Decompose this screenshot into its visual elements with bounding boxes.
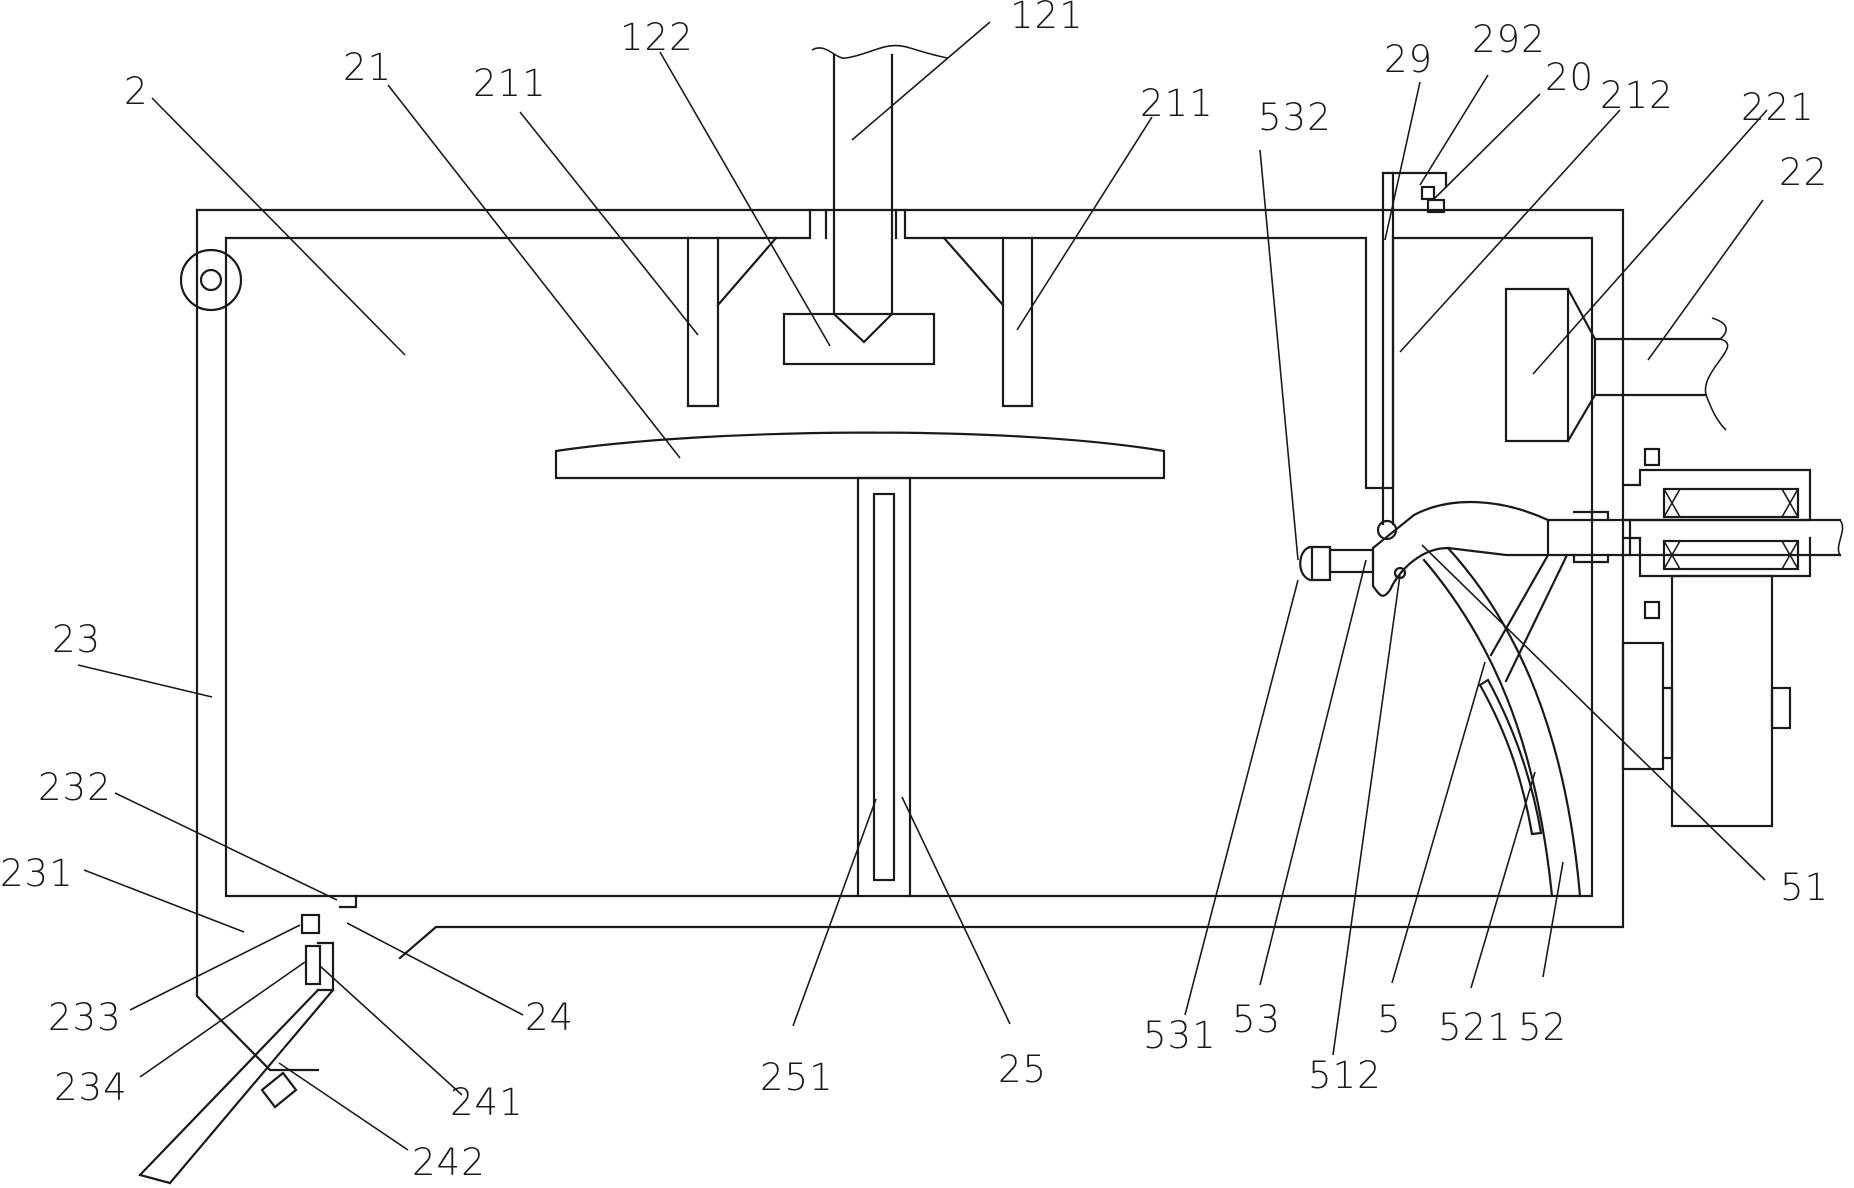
- label-24: 24: [525, 996, 574, 1039]
- label-23: 23: [52, 618, 101, 661]
- feed-tube: [811, 44, 949, 344]
- label-292: 292: [1472, 18, 1546, 61]
- drive-shaft: [1546, 510, 1844, 564]
- label-233: 233: [48, 996, 122, 1039]
- spreading-plate: [554, 431, 1166, 480]
- distribution-block: [782, 312, 936, 366]
- leader-lines: [77, 21, 1768, 1151]
- label-251: 251: [760, 1056, 834, 1099]
- support-column: [856, 476, 912, 898]
- label-2: 2: [124, 70, 149, 113]
- label-221: 221: [1741, 86, 1815, 129]
- label-212: 212: [1600, 74, 1674, 117]
- label-521: 521: [1438, 1006, 1512, 1049]
- discharge-latch: [300, 913, 335, 992]
- curved-arm: [1422, 546, 1582, 898]
- label-51: 51: [1780, 866, 1829, 909]
- baffle-left: [686, 236, 778, 408]
- stop-pin: [1299, 545, 1375, 582]
- discharge-chute: [138, 988, 335, 1185]
- label-22: 22: [1779, 151, 1828, 194]
- label-21: 21: [343, 46, 392, 89]
- baffle-right: [942, 236, 1034, 408]
- label-25: 25: [998, 1048, 1047, 1091]
- label-242: 242: [412, 1141, 486, 1184]
- label-5: 5: [1377, 998, 1402, 1041]
- label-29: 29: [1384, 38, 1433, 81]
- label-121: 121: [1010, 0, 1084, 37]
- label-53: 53: [1232, 998, 1281, 1041]
- housing-outer-wall: [195, 208, 1625, 1072]
- label-52: 52: [1518, 1006, 1567, 1049]
- pulley-wheel: [179, 248, 243, 312]
- label-532: 532: [1258, 96, 1332, 139]
- label-211-right: 211: [1140, 82, 1214, 125]
- label-241: 241: [450, 1081, 524, 1124]
- gear-motor: [1621, 574, 1792, 828]
- label-531: 531: [1143, 1014, 1217, 1057]
- label-232: 232: [38, 766, 112, 809]
- spray-head: [1504, 287, 1597, 443]
- label-211-left: 211: [473, 62, 547, 105]
- inlet-pipe: [1593, 317, 1729, 431]
- label-122: 122: [620, 16, 694, 59]
- label-231: 231: [0, 852, 74, 895]
- label-234: 234: [54, 1066, 128, 1109]
- bearing-housing: [1621, 447, 1812, 620]
- lever-rod: [1376, 171, 1448, 541]
- label-20: 20: [1545, 56, 1594, 99]
- label-512: 512: [1308, 1054, 1382, 1097]
